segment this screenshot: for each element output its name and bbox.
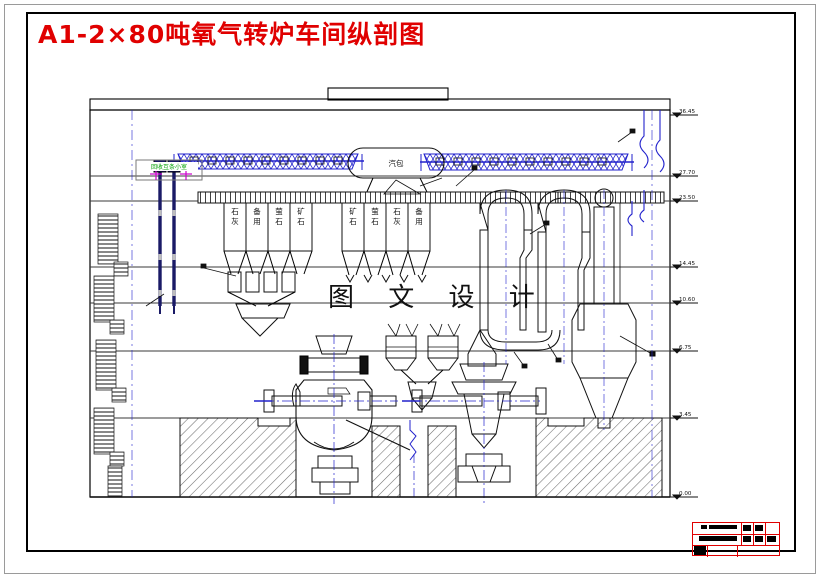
svg-text:灰: 灰 — [393, 216, 401, 226]
svg-text:6.75: 6.75 — [679, 345, 692, 351]
svg-text:备: 备 — [253, 206, 261, 216]
title-block-cell — [755, 536, 763, 542]
steam-drum — [347, 147, 445, 195]
svg-text:矿: 矿 — [297, 206, 305, 216]
title-block-cell — [743, 525, 751, 531]
svg-text:灰: 灰 — [231, 216, 239, 226]
svg-text:石: 石 — [393, 207, 401, 216]
bin-group-right — [341, 202, 431, 284]
title-block-cell — [694, 546, 706, 555]
charging-conveyor — [197, 191, 665, 204]
svg-text:石: 石 — [231, 207, 239, 216]
section-drawing: 石灰 备用 萤石 矿石 矿石 萤石 石灰 备用 汽包 回收互条小室 36.45 … — [89, 87, 698, 504]
ladle-car — [345, 419, 411, 451]
steam-drum-label: 汽包 — [389, 158, 404, 168]
svg-text:10.60: 10.60 — [679, 297, 695, 303]
svg-text:27.70: 27.70 — [679, 170, 695, 176]
elevation-markers — [670, 112, 698, 500]
svg-text:萤: 萤 — [275, 206, 283, 216]
watermark: 图 文 设 计 — [328, 283, 548, 313]
svg-text:用: 用 — [415, 217, 423, 226]
weigh-hoppers — [385, 323, 461, 411]
gas-cleaning-system — [467, 188, 656, 430]
title-block-cell — [755, 525, 763, 531]
foundation-pits — [90, 417, 670, 498]
title-block — [692, 522, 780, 557]
outer-border — [4, 4, 816, 574]
title-block-cell — [767, 536, 776, 542]
title-block-cell — [743, 536, 751, 542]
svg-text:3.45: 3.45 — [679, 412, 692, 418]
title-block-cell — [699, 536, 737, 541]
svg-text:36.45: 36.45 — [679, 109, 695, 115]
bin-group-left — [223, 202, 313, 337]
elevation-values: 36.45 27.70 23.50 14.45 10.60 6.75 3.45 … — [679, 109, 695, 497]
svg-text:石: 石 — [275, 217, 283, 226]
svg-text:14.45: 14.45 — [679, 261, 695, 267]
drawing-frame: A1-2×80吨氧气转炉车间纵剖图 — [26, 12, 796, 557]
svg-text:石: 石 — [371, 217, 379, 226]
lance-platform — [135, 159, 203, 181]
page-title: A1-2×80吨氧气转炉车间纵剖图 — [38, 20, 426, 49]
svg-text:用: 用 — [253, 217, 261, 226]
oxygen-lances — [153, 159, 181, 314]
green-tag-label: 回收互条小室 — [151, 163, 187, 171]
converter-vessel-1 — [254, 334, 398, 504]
leader-lines — [145, 128, 636, 369]
svg-text:矿: 矿 — [349, 206, 357, 216]
svg-text:23.50: 23.50 — [679, 195, 695, 201]
svg-text:0.00: 0.00 — [679, 491, 692, 497]
conveyor-gallery-right — [420, 153, 634, 171]
title-block-cell — [709, 525, 737, 529]
svg-text:石: 石 — [297, 217, 305, 226]
conveyor-gallery-left — [173, 153, 364, 170]
svg-text:石: 石 — [349, 217, 357, 226]
converter-vessel-2 — [402, 362, 547, 504]
svg-text:萤: 萤 — [371, 206, 379, 216]
stairways-left — [93, 110, 133, 497]
title-block-cell — [701, 525, 707, 529]
bin-labels: 石灰 备用 萤石 矿石 矿石 萤石 石灰 备用 — [231, 206, 423, 226]
break-lines — [627, 110, 665, 236]
svg-text:备: 备 — [415, 206, 423, 216]
